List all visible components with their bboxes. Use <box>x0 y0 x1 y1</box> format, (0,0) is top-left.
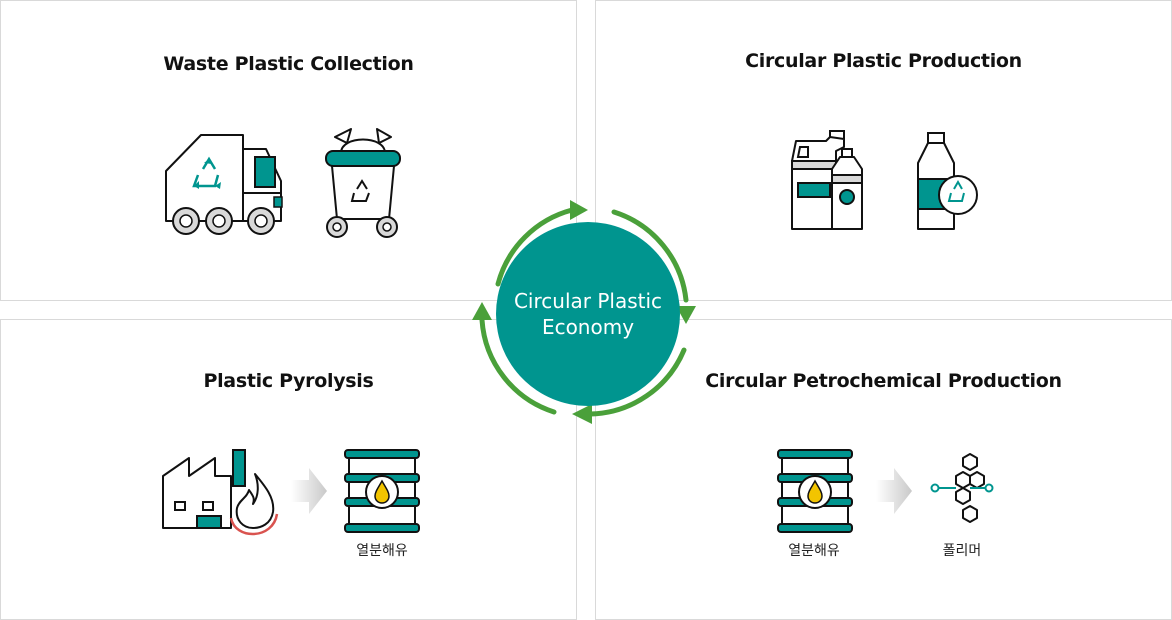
center-title-line1: Circular Plastic <box>513 289 663 313</box>
panel-plastic-pyrolysis: Plastic Pyrolysis 열분해유 <box>0 319 577 620</box>
oil-barrel-icon <box>344 449 420 533</box>
factory-fire-icon <box>162 449 279 536</box>
panel-title: Circular Petrochemical Production <box>705 370 1062 392</box>
arrow-icon <box>876 468 912 514</box>
garbage-truck-icon <box>165 134 283 235</box>
circular-plastic-economy-hub: Circular Plastic Economy <box>496 222 680 406</box>
polymer-caption: 폴리머 <box>942 543 982 559</box>
pyrolysis-oil-caption: 열분해유 <box>788 543 840 559</box>
pyrolysis-oil-caption: 열분해유 <box>356 543 408 559</box>
panel-waste-plastic-collection: Waste Plastic Collection <box>0 0 577 301</box>
panel-title: Circular Plastic Production <box>745 50 1022 72</box>
arrow-icon <box>291 468 327 514</box>
cycle-arrows-icon <box>472 200 696 424</box>
panel-title: Plastic Pyrolysis <box>203 370 374 392</box>
recycled-bottle-icon <box>917 132 978 230</box>
oil-barrel-icon <box>777 449 853 533</box>
waste-bin-icon <box>325 128 401 238</box>
panel-title: Waste Plastic Collection <box>163 53 414 75</box>
center-title-line2: Economy <box>541 315 635 339</box>
plastic-containers-icon <box>791 130 863 230</box>
polymer-molecule-icon <box>930 453 994 523</box>
panel-circular-petrochemical-production: Circular Petrochemical Production <box>595 319 1172 620</box>
panel-circular-plastic-production: Circular Plastic Production <box>595 0 1172 301</box>
